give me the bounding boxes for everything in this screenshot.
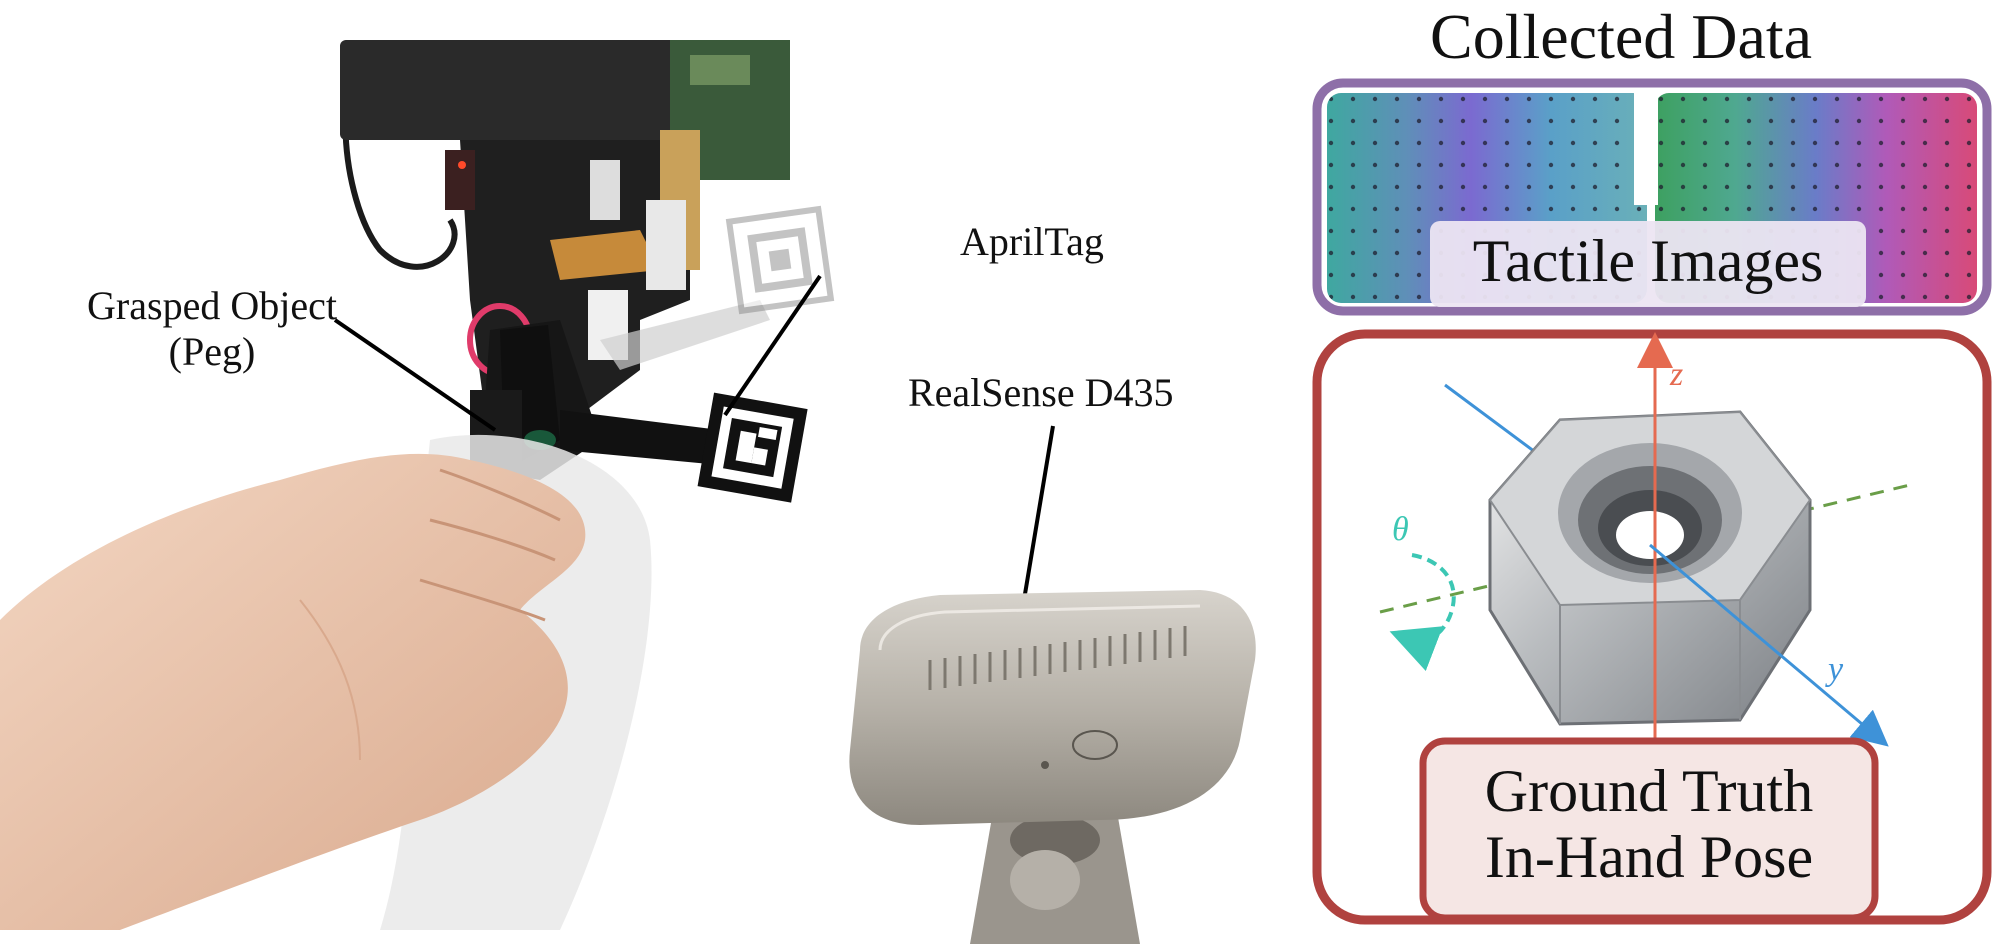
collected-data-title: Collected Data bbox=[1430, 1, 1813, 72]
grasped-object-line1: Grasped Object bbox=[87, 283, 337, 328]
camera-leader bbox=[1020, 425, 1055, 613]
pose-label-line2: In-Hand Pose bbox=[1484, 824, 1814, 890]
y-axis-label: y bbox=[1828, 651, 1844, 688]
grasped-object-label: Grasped Object (Peg) bbox=[62, 283, 362, 375]
camera-label: RealSense D435 bbox=[908, 370, 1174, 415]
pose-label-box bbox=[1419, 737, 1879, 922]
grasped-object-leader bbox=[333, 318, 497, 432]
grasped-object-line2: (Peg) bbox=[168, 329, 256, 374]
pose-label-line1: Ground Truth bbox=[1484, 758, 1814, 824]
theta-label: θ bbox=[1392, 511, 1409, 548]
tactile-images-label: Tactile Images bbox=[1472, 228, 1824, 294]
april-tag-leader bbox=[723, 274, 822, 417]
gripper-photo bbox=[0, 40, 835, 930]
tactile-label-box bbox=[1430, 221, 1866, 307]
april-tag-label: AprilTag bbox=[960, 219, 1104, 264]
camera-photo bbox=[849, 590, 1256, 944]
pose-label: Ground Truth In-Hand Pose bbox=[1423, 758, 1875, 890]
z-axis-label: z bbox=[1670, 356, 1684, 393]
